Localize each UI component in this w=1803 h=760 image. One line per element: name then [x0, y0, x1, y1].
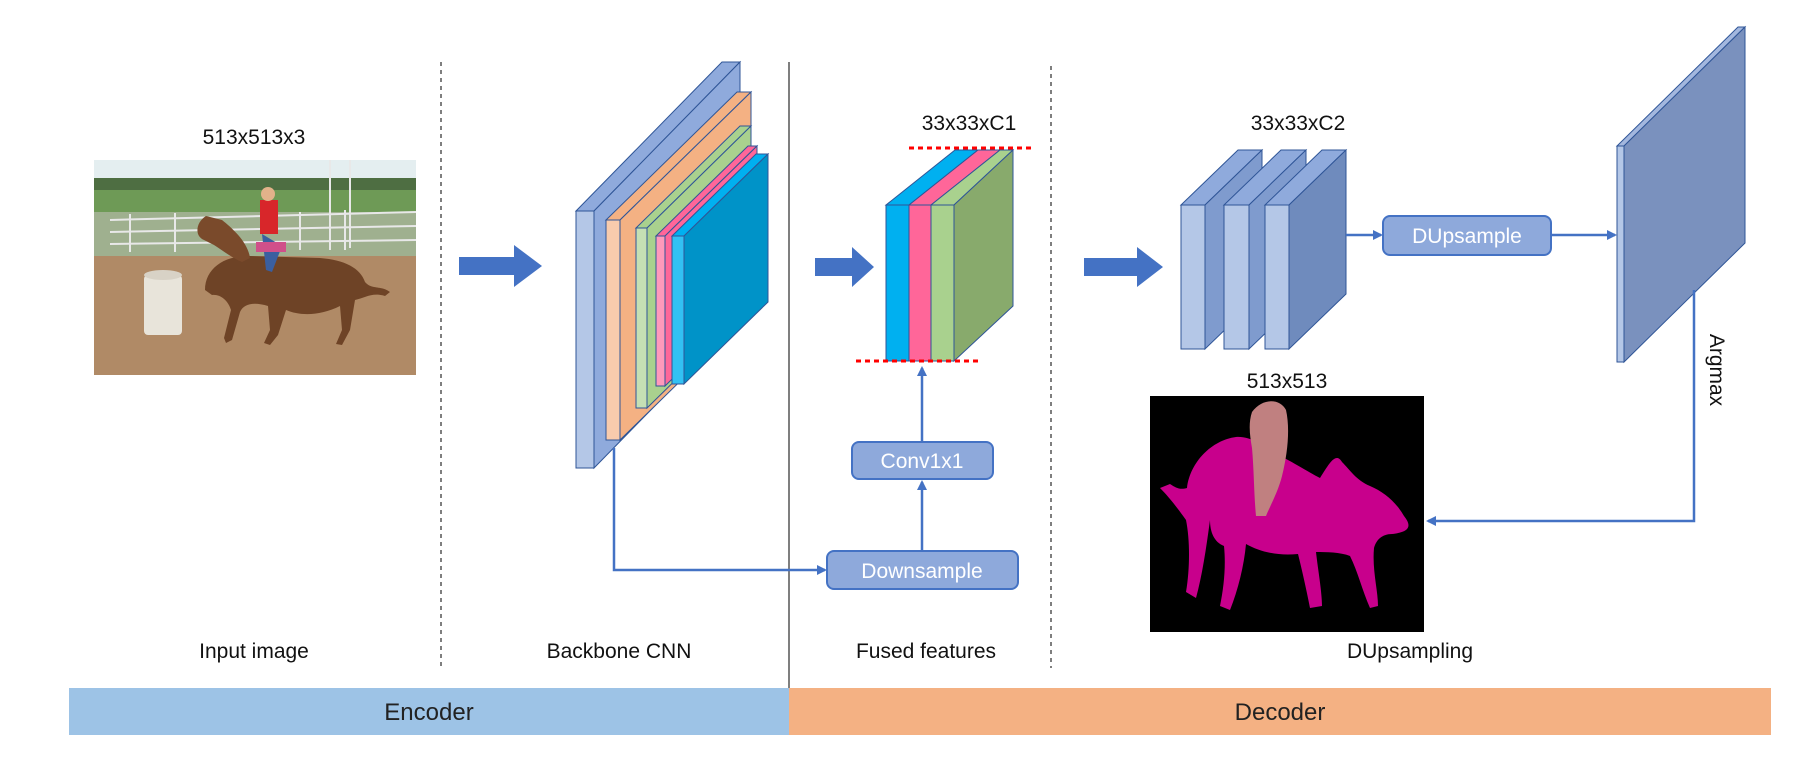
skip-connection-arrow	[612, 448, 827, 575]
input-image	[94, 160, 417, 375]
decoder-flow-arrow	[1084, 247, 1163, 287]
backbone-cnn-layers	[574, 60, 770, 470]
output-dim-label: 513x513	[1247, 370, 1328, 393]
stage-fused-label: Fused features	[856, 640, 996, 663]
decoder-dim-label: 33x33xC2	[1251, 112, 1346, 135]
input-dim-label: 513x513x3	[203, 126, 306, 149]
stage-input-label: Input image	[199, 640, 309, 663]
segmentation-mask-image	[1150, 396, 1424, 632]
decoder-band: Decoder	[789, 688, 1771, 735]
fused-flow-arrow	[815, 247, 874, 287]
downsample-label: Downsample	[861, 560, 982, 583]
output-feature-plane	[1615, 25, 1747, 364]
dupsample-label: DUpsample	[1412, 225, 1522, 248]
encoder-band-label: Encoder	[384, 699, 473, 726]
argmax-arrow	[1426, 290, 1696, 526]
fused-feature-stack	[884, 148, 1015, 363]
downsample-box: Downsample	[826, 550, 1019, 590]
decoder-feature-stack	[1179, 148, 1348, 351]
encoder-band: Encoder	[69, 688, 789, 735]
stage-backbone-label: Backbone CNN	[547, 640, 692, 663]
conv1x1-box: Conv1x1	[851, 441, 994, 480]
stage-dupsampling-label: DUpsampling	[1347, 640, 1473, 663]
decoder-band-label: Decoder	[1235, 699, 1326, 726]
dupsample-box: DUpsample	[1382, 215, 1552, 256]
fused-dim-label: 33x33xC1	[922, 112, 1017, 135]
conv1x1-label: Conv1x1	[881, 450, 964, 473]
argmax-label: Argmax	[1705, 334, 1728, 407]
encoder-flow-arrow	[459, 245, 542, 287]
